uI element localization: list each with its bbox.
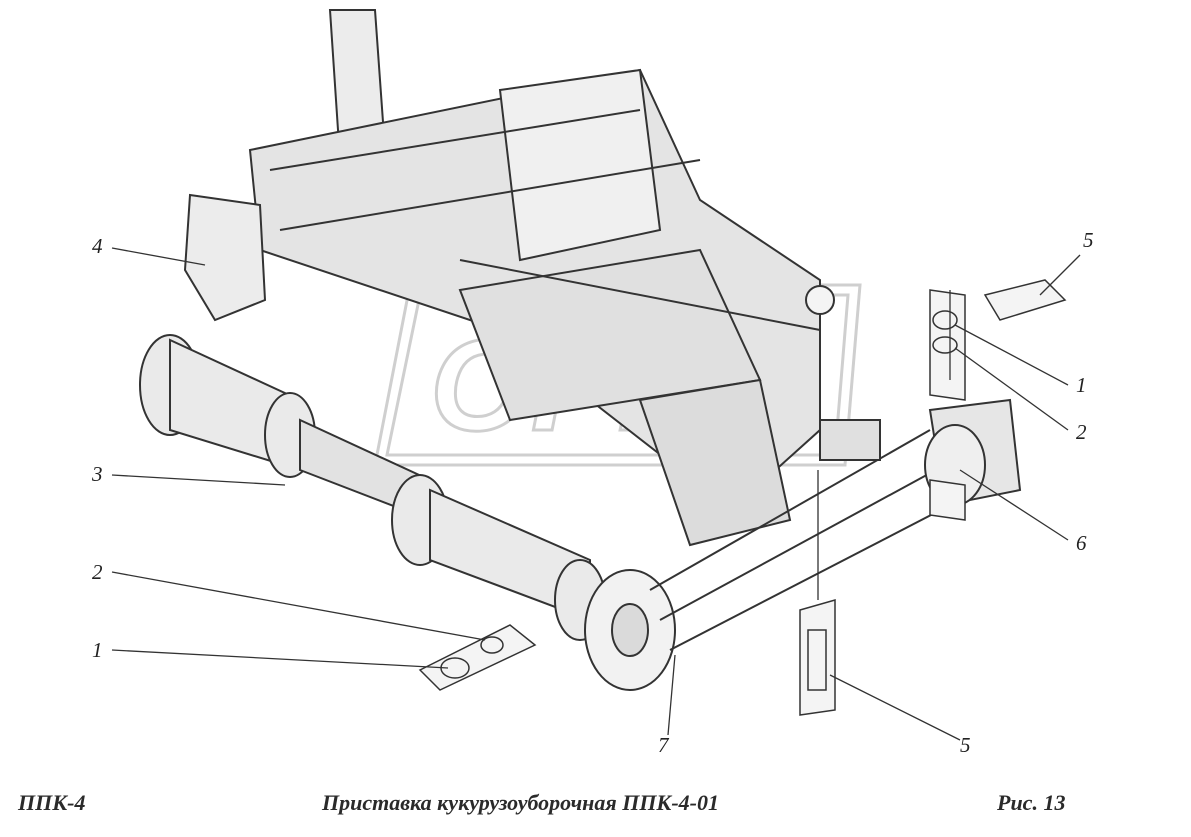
leader-lines <box>111 247 1081 741</box>
gearbox <box>819 398 1022 507</box>
callout-6: 6 <box>1076 531 1087 555</box>
footer-figure-number: Рис. 13 <box>997 790 1066 815</box>
callout-3: 3 <box>92 462 103 486</box>
callout-1-right: 1 <box>1076 373 1087 397</box>
shaft-assembly <box>139 334 676 691</box>
callout-4: 4 <box>92 234 103 258</box>
callout-1-left: 1 <box>92 638 103 662</box>
footer-title: Приставка кукурузоуборочная ППК-4-01 <box>322 790 720 815</box>
frame-assembly <box>183 9 835 547</box>
callout-5-bottom: 5 <box>960 733 971 757</box>
callout-7: 7 <box>658 733 669 757</box>
callout-2-right: 2 <box>1076 420 1087 444</box>
callout-2-left: 2 <box>92 560 103 584</box>
detail-insets <box>418 279 1067 716</box>
footer-model: ППК-4 <box>18 790 86 815</box>
callout-5-top: 5 <box>1083 228 1094 252</box>
belt-drive <box>649 429 961 651</box>
